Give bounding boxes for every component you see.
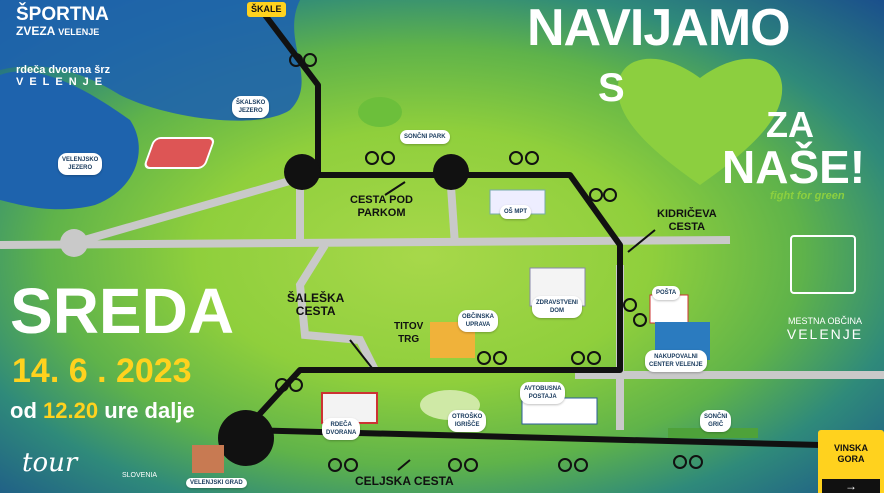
headline-nase: NAŠE! [722,141,866,193]
sportna-city: VELENJE [58,27,100,37]
label-velenjsko-jezero: VELENJSKO JEZERO [58,153,103,175]
obcina-crest-icon [790,235,856,294]
headline-tagline: fight for green [770,190,845,202]
velenjsko-lake [0,71,139,210]
pointer-arrows [349,181,656,471]
label-rdeca-dvorana: RDEČA DVORANA [322,418,361,440]
sportna-line2: ZVEZA [16,24,55,38]
roundabout-grey [60,229,88,257]
arrow-celjska [397,459,411,471]
arrow-right-icon: → [822,479,880,493]
label-nakupovalni-center: NAKUPOVALNI CENTER VELENJE [645,350,707,372]
cyclist-icon-11 [558,458,588,472]
event-time-line: od 12.20 ure dalje [10,398,195,424]
cyclist-icon-2 [365,151,395,165]
street-titov-trg: TITOV TRG [394,321,424,345]
label-velenjski-grad: VELENJSKI GRAD [186,478,247,488]
label-otrosko-igrisce: OTROŠKO IGRIŠČE [448,410,487,432]
destination-vinska-gora-label: VINSKA GORA [833,443,868,464]
roundabout-3 [218,410,274,466]
stadium-icon [144,137,215,169]
cyclist-icon-12 [673,455,703,469]
dvorana-line2: VELENJE [16,76,109,88]
label-posta: POŠTA [652,286,681,300]
street-kidriceva: KIDRIČEVA CESTA [657,208,717,233]
event-time-prefix: od [10,398,37,423]
street-cesta-pod-parkom: CESTA POD PARKOM [350,194,413,219]
tour-slovenia-logo: tour SLOVENIA [22,448,157,479]
street-celjska: CELJSKA CESTA [355,474,454,488]
obcina-logo: MESTNA OBČINA VELENJE [780,316,870,342]
cyclist-icon-10 [448,458,478,472]
obcina-line1: MESTNA OBČINA [787,316,862,326]
tour-name: tour [22,448,78,478]
cyclist-icons [275,53,703,472]
event-time-suffix: ure dalje [104,398,195,423]
sportna-line1: ŠPORTNA [16,4,109,25]
cyclist-icon-5 [623,298,647,327]
event-time: 12.20 [43,398,99,423]
street-saleska: ŠALEŠKA CESTA [287,291,345,318]
dvorana-line1: rdeča dvorana šrz [16,64,111,76]
building-icons [144,97,758,473]
label-avtobusna-postaja: AVTOBUSNA POSTAJA [520,382,566,404]
castle-icon [192,445,224,473]
headline-s: S [598,66,625,110]
label-soncni-park: SONČNI PARK [400,130,450,144]
label-obcinska-uprava: OBČINSKA UPRAVA [458,310,499,332]
event-date: 14. 6 . 2023 [12,352,192,390]
rdeca-dvorana-logo: rdeča dvorana šrz VELENJE [16,64,110,88]
cyclist-icon-7 [571,351,601,365]
skalsko-lake [0,0,302,121]
headline-navijamo: NAVIJAMO [527,0,791,57]
arrow-kidriceva [627,229,656,253]
destination-skale: ŠKALE [247,2,286,17]
cyclist-icon-6 [477,351,507,365]
headline-za: ZA [766,104,814,145]
destination-vinska-gora: VINSKA GORA → [818,430,884,493]
label-soncni-gric: SONČNI GRIČ [700,410,732,432]
cyclist-icon-4 [589,188,617,202]
park-tree-icon [358,97,402,127]
event-day: SREDA [10,275,235,347]
roundabout-2 [433,154,469,190]
cyclist-icon-3 [509,151,539,165]
label-skalsko-jezero: ŠKALSKO JEZERO [232,96,270,118]
cyclist-icon-1 [289,53,317,67]
roundabout-1 [284,154,320,190]
sportna-zveza-logo: ŠPORTNA ZVEZA VELENJE [16,4,109,38]
tour-country: SLOVENIA [122,472,158,479]
cyclist-icon-8 [275,378,303,392]
label-os-mpt: OŠ MPT [500,205,532,219]
arrow-saleska [349,339,373,369]
obcina-line2: VELENJE [786,326,864,342]
cyclist-icon-9 [328,458,358,472]
hill-grass-icon [668,428,758,438]
label-zdravstveni-dom: ZDRAVSTVENI DOM [532,296,582,318]
heart-icon [617,58,783,185]
arrow-pod-parkom [384,181,406,196]
